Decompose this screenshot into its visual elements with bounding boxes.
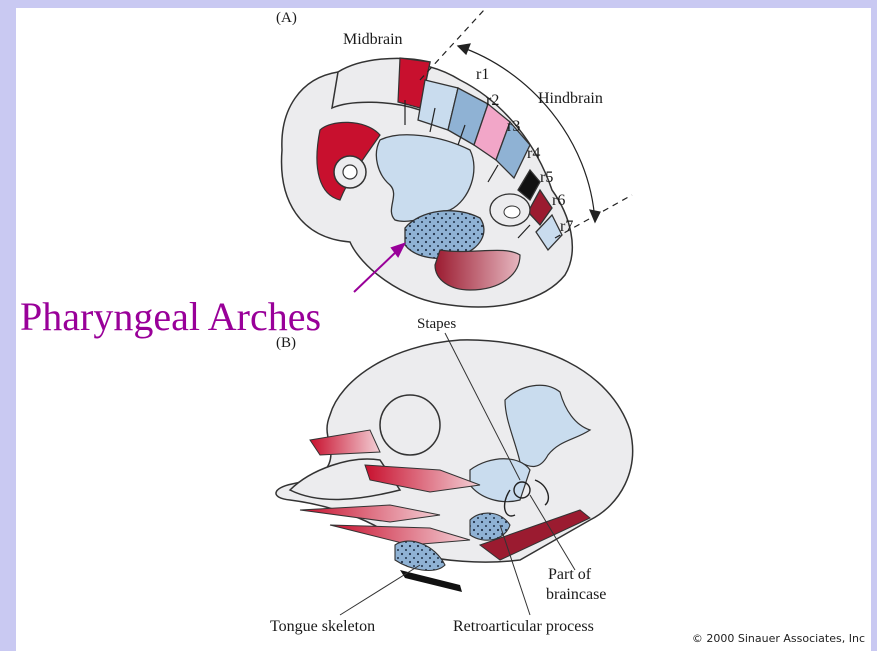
copyright-text: © 2000 Sinauer Associates, Inc xyxy=(692,632,865,645)
pharyngeal-arches-label: Pharyngeal Arches xyxy=(20,293,321,340)
midbrain-label: Midbrain xyxy=(343,31,403,49)
otic-inner xyxy=(504,206,520,218)
rhombomere-r5: r5 xyxy=(540,169,553,187)
tongue-skeleton-label: Tongue skeleton xyxy=(270,618,375,636)
rhombomere-r3: r3 xyxy=(507,118,520,136)
eye-socket xyxy=(380,395,440,455)
rhombomere-r1: r1 xyxy=(476,66,489,84)
rhombomere-r7: r7 xyxy=(560,218,573,236)
eye-a-lens xyxy=(343,165,357,179)
rhombomere-r6: r6 xyxy=(552,192,565,210)
retroarticular-label: Retroarticular process xyxy=(453,618,594,636)
panel-a-letter: (A) xyxy=(276,10,297,27)
rhombomere-r2: r2 xyxy=(486,92,499,110)
braincase-label-line2: braincase xyxy=(546,586,606,604)
rhombomere-r4: r4 xyxy=(527,145,540,163)
braincase-label-line1: Part of xyxy=(548,566,591,584)
tongue-skeleton-black xyxy=(400,570,462,592)
stapes-label: Stapes xyxy=(417,316,456,333)
hindbrain-label: Hindbrain xyxy=(538,90,603,108)
